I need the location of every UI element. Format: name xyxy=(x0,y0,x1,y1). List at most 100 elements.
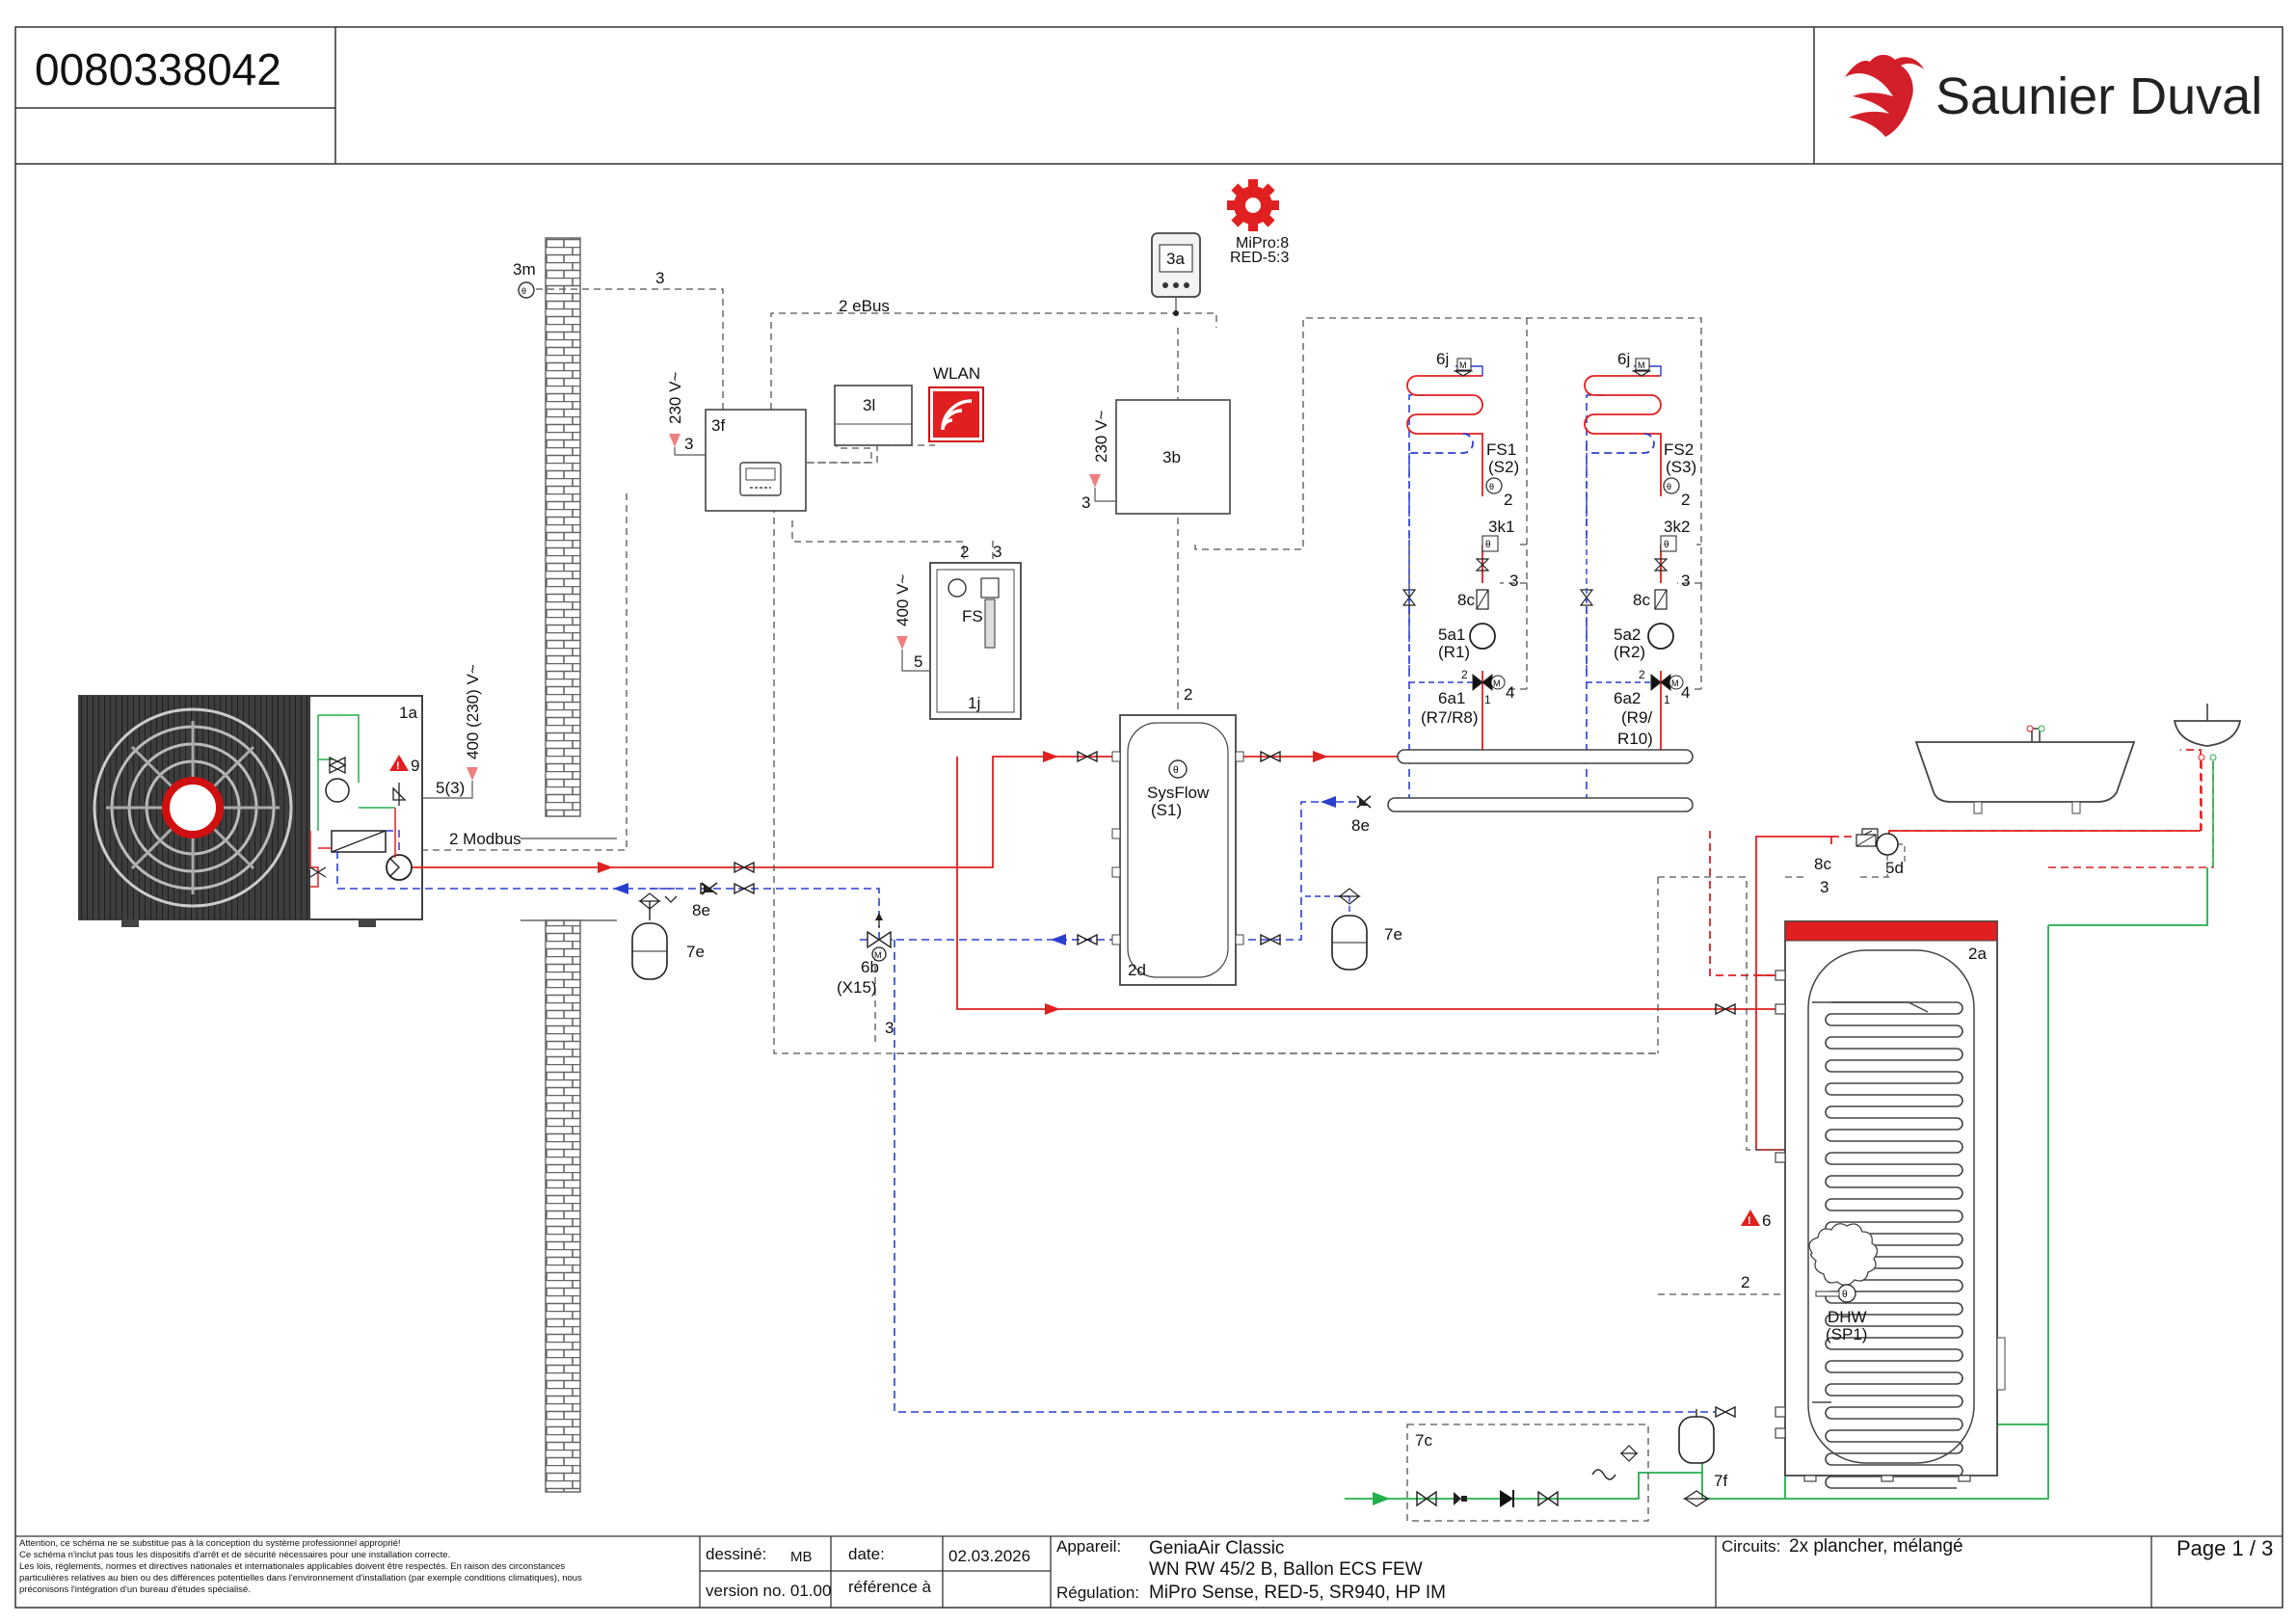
wifi-icon xyxy=(928,386,984,442)
distribution-manifold xyxy=(1387,749,1694,812)
label-8e-right: 8e xyxy=(1351,816,1370,835)
modbus-label: 2 Modbus xyxy=(449,830,521,848)
label-5d: 5d xyxy=(1885,859,1904,877)
svg-text:!: ! xyxy=(396,760,400,772)
wire-count-1j-c: 5 xyxy=(914,652,922,671)
label-3m: 3m xyxy=(513,260,536,279)
label-2a: 2a xyxy=(1968,945,1987,963)
svg-text:M: M xyxy=(1493,678,1501,688)
wlan-module-3l: 3l WLAN xyxy=(834,364,984,446)
mipro-label-1: MiPro:8 xyxy=(1236,235,1289,252)
flow-arrows xyxy=(598,751,1328,1015)
label-3l: 3l xyxy=(863,396,875,414)
building-wall xyxy=(521,237,617,1493)
dhw-cylinder-2a: θ DHW (SP1) 2a 2 ! 6 xyxy=(1741,920,2006,1489)
label-7e-left: 7e xyxy=(686,943,705,961)
label-7c: 7c xyxy=(1415,1431,1432,1450)
c1-label-k: 3k1 xyxy=(1488,518,1514,536)
voltage-1a: 400 (230) V~ xyxy=(464,664,482,759)
svg-text:!: ! xyxy=(1748,1215,1751,1227)
svg-text:Les lois, règlements, normes e: Les lois, règlements, normes et directiv… xyxy=(19,1561,565,1572)
outdoor-sensor-3m: θ 3m 3 xyxy=(513,260,664,299)
title-block xyxy=(15,1535,2283,1608)
c2-label-mix: 6a2 xyxy=(1614,689,1641,707)
brand-name: Saunier Duval xyxy=(1936,67,2262,125)
sensor-icon xyxy=(518,281,535,299)
valves-main xyxy=(700,750,1736,1419)
svg-text:θ: θ xyxy=(1173,765,1179,776)
c2-port-2: 2 xyxy=(1639,668,1645,681)
svg-text:Ce schéma n'inclut pas tous le: Ce schéma n'inclut pas tous les disposit… xyxy=(19,1550,450,1560)
label-8c-dhw: 8c xyxy=(1814,855,1831,873)
pressure-relief-8e-left: 8e xyxy=(692,882,718,919)
dhw-recirculation: 8c 3 5d xyxy=(1814,828,2201,896)
expansion-vessel-7e-left: 7e xyxy=(631,888,705,980)
wire-count-1a: 5(3) xyxy=(436,779,465,797)
c2-label-rr2: R10) xyxy=(1617,730,1653,748)
svg-text:θ: θ xyxy=(1485,540,1491,550)
c1-pump-icon xyxy=(1469,623,1496,650)
label-3f: 3f xyxy=(711,416,725,435)
sysflow-sensor-icon xyxy=(1168,759,1188,779)
sysflow-s1-label: (S1) xyxy=(1151,801,1182,819)
c1-wire-3: 3 xyxy=(1509,572,1518,590)
wire-count-3b: 3 xyxy=(1081,493,1090,512)
svg-text:particulières relatives au bie: particulières relatives au bien ou des d… xyxy=(19,1573,582,1583)
date-value: 02.03.2026 xyxy=(948,1547,1030,1565)
system-interface-3f: 3f 230 V~ 3 xyxy=(666,372,872,512)
wire-count-6b: 3 xyxy=(885,1019,894,1037)
diverter-valve-6b: M 6b (X15) 3 xyxy=(837,913,894,1037)
appareil-value-2: WN RW 45/2 B, Ballon ECS FEW xyxy=(1149,1559,1423,1580)
c2-port-4: 4 xyxy=(1681,683,1690,702)
recirculation-pump-icon xyxy=(1876,833,1899,856)
svg-text:M: M xyxy=(1638,360,1645,370)
circuits-label: Circuits: xyxy=(1722,1537,1780,1556)
buffer-tank-2d: θ SysFlow (S1) 2d 2 xyxy=(1111,685,1244,986)
label-2d: 2d xyxy=(1128,961,1146,979)
label-8e-left: 8e xyxy=(692,901,710,919)
c1-label-rr: (R7/R8) xyxy=(1421,708,1479,727)
svg-text:θ: θ xyxy=(1842,1290,1848,1300)
c2-label-8c: 8c xyxy=(1633,591,1650,609)
warning-6-label: 6 xyxy=(1762,1211,1771,1230)
appareil-label: Appareil: xyxy=(1056,1537,1121,1556)
c1-label-fs: FS1 xyxy=(1486,440,1516,459)
c2-label-s: (S3) xyxy=(1666,458,1696,476)
warning-9-label: 9 xyxy=(411,757,419,775)
wire-count-1j-b: 3 xyxy=(993,543,1001,561)
wire-count-1j-a: 2 xyxy=(960,543,969,561)
document-number: 0080338042 xyxy=(35,44,281,94)
appareil-value-1: GeniaAir Classic xyxy=(1149,1538,1284,1558)
wire-count-3m: 3 xyxy=(655,269,664,287)
voltage-3b: 230 V~ xyxy=(1092,411,1110,463)
supply-1a-marker xyxy=(467,767,478,781)
label-7f: 7f xyxy=(1714,1472,1727,1490)
warning-icon: ! xyxy=(1741,1210,1760,1227)
c1-port-4: 4 xyxy=(1506,683,1514,702)
voltage-1j: 400 V~ xyxy=(894,574,912,626)
c1-label-r: (R1) xyxy=(1438,643,1470,661)
c2-port-1: 1 xyxy=(1664,693,1670,706)
pressure-relief-8e-right: 8e xyxy=(1351,795,1372,835)
backup-heater-1j: FS 1j 2 3 400 V~ 5 xyxy=(894,543,1022,720)
expansion-vessel-7f: 7f xyxy=(1678,1409,1727,1507)
c2-label-pump: 5a2 xyxy=(1614,625,1641,644)
c2-label-fs: FS2 xyxy=(1664,440,1694,459)
date-label: date: xyxy=(848,1545,885,1563)
label-7e-right: 7e xyxy=(1384,925,1402,944)
c1-label-mix: 6a1 xyxy=(1438,689,1465,707)
drawn-value: MB xyxy=(790,1549,813,1565)
c2-label-k: 3k2 xyxy=(1664,518,1690,536)
mipro-room-controller-3a: 3a xyxy=(1151,232,1201,316)
wire-count-dhw: 2 xyxy=(1741,1273,1749,1291)
c1-label-8c: 8c xyxy=(1457,591,1475,609)
c2-wire-2: 2 xyxy=(1681,491,1690,509)
label-3a: 3a xyxy=(1166,250,1185,268)
wire-count-2d: 2 xyxy=(1184,685,1192,704)
c1-port-2: 2 xyxy=(1461,668,1468,681)
return-arrows xyxy=(613,796,1336,945)
compressor-icon xyxy=(325,778,350,803)
c1-label-6j: 6j xyxy=(1436,350,1449,368)
expansion-vessel-7e-right: 7e xyxy=(1301,888,1402,971)
